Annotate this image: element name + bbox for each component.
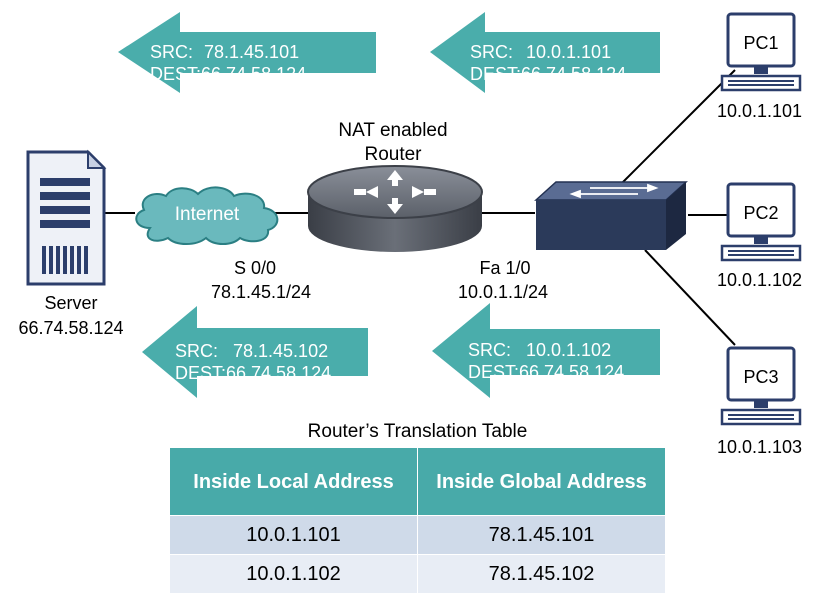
pc3-ip: 10.0.1.103 bbox=[716, 437, 803, 457]
src-label: SRC: bbox=[150, 42, 194, 62]
dest-label: DEST: bbox=[468, 362, 520, 382]
lan-interface: Fa 1/0 bbox=[479, 258, 531, 278]
dest-label: DEST: bbox=[175, 363, 227, 383]
src-label: SRC: bbox=[468, 340, 512, 360]
dest-ip: 66.74.58.124 bbox=[521, 64, 627, 84]
pc2-name: PC2 bbox=[743, 203, 779, 223]
pc3-name: PC3 bbox=[743, 367, 779, 387]
dest-label: DEST: bbox=[150, 64, 202, 84]
router-title-line2: Router bbox=[364, 144, 422, 165]
dest-ip: 66.74.58.124 bbox=[201, 64, 307, 84]
server-ip: 66.74.58.124 bbox=[18, 318, 124, 338]
link-switch-pc3 bbox=[644, 249, 736, 346]
wan-interface: S 0/0 bbox=[233, 258, 277, 278]
router-title-line1: NAT enabled bbox=[338, 120, 448, 141]
pc1-icon bbox=[720, 12, 802, 92]
left-arrow-shape bbox=[142, 306, 368, 398]
switch-icon bbox=[534, 181, 688, 250]
table-header-row: Inside Local Address Inside Global Addre… bbox=[169, 447, 666, 516]
pc1-ip: 10.0.1.101 bbox=[716, 101, 803, 121]
pc2-icon bbox=[720, 182, 802, 262]
internet-label: Internet bbox=[174, 204, 240, 225]
lan-ip: 10.0.1.1/24 bbox=[457, 282, 549, 302]
pc1-name: PC1 bbox=[743, 33, 779, 53]
router-title: NAT enabled Router bbox=[318, 119, 468, 167]
dest-label: DEST: bbox=[470, 64, 522, 84]
packet-arrow-top-right: SRC: 10.0.1.101 DEST:66.74.58.124 bbox=[430, 12, 660, 93]
pc3-icon bbox=[720, 346, 802, 426]
table-row: 10.0.1.101 78.1.45.101 bbox=[169, 515, 666, 555]
inside-local-cell: 10.0.1.102 bbox=[169, 554, 418, 594]
inside-global-cell: 78.1.45.102 bbox=[417, 554, 666, 594]
wan-ip: 78.1.45.1/24 bbox=[210, 282, 312, 302]
dest-ip: 66.74.58.124 bbox=[226, 363, 332, 383]
router-icon bbox=[307, 165, 483, 252]
packet-arrow-bottom-right: SRC: 10.0.1.102 DEST:66.74.58.124 bbox=[432, 303, 660, 398]
src-label: SRC: bbox=[470, 42, 514, 62]
arrow-text: SRC: 78.1.45.102 DEST:66.74.58.124 bbox=[175, 340, 331, 384]
column-header-inside-global: Inside Global Address bbox=[417, 447, 666, 516]
inside-local-cell: 10.0.1.101 bbox=[169, 515, 418, 555]
arrow-text: SRC: 78.1.45.101 DEST:66.74.58.124 bbox=[150, 41, 306, 85]
arrow-text: SRC: 10.0.1.101 DEST:66.74.58.124 bbox=[470, 41, 626, 85]
src-ip: 78.1.45.102 bbox=[233, 341, 329, 361]
server-label: Server bbox=[44, 293, 98, 313]
inside-global-cell: 78.1.45.101 bbox=[417, 515, 666, 555]
translation-table: Inside Local Address Inside Global Addre… bbox=[169, 447, 666, 594]
src-ip: 10.0.1.102 bbox=[526, 340, 612, 360]
internet-cloud-icon bbox=[135, 186, 279, 245]
packet-arrow-bottom-left: SRC: 78.1.45.102 DEST:66.74.58.124 bbox=[142, 306, 368, 398]
left-arrow-shape bbox=[118, 12, 376, 93]
table-row: 10.0.1.102 78.1.45.102 bbox=[169, 554, 666, 594]
left-arrow-shape bbox=[430, 12, 660, 93]
arrow-text: SRC: 10.0.1.102 DEST:66.74.58.124 bbox=[468, 339, 624, 383]
pc2-ip: 10.0.1.102 bbox=[716, 270, 803, 290]
left-arrow-shape bbox=[432, 303, 660, 398]
link-switch-pc1 bbox=[619, 69, 736, 186]
translation-table-title: Router’s Translation Table bbox=[307, 421, 528, 442]
src-ip: 78.1.45.101 bbox=[204, 42, 300, 62]
server-icon bbox=[26, 149, 107, 286]
packet-arrow-top-left: SRC: 78.1.45.101 DEST:66.74.58.124 bbox=[118, 12, 376, 93]
src-label: SRC: bbox=[175, 341, 219, 361]
src-ip: 10.0.1.101 bbox=[526, 42, 612, 62]
column-header-inside-local: Inside Local Address bbox=[169, 447, 418, 516]
dest-ip: 66.74.58.124 bbox=[519, 362, 625, 382]
